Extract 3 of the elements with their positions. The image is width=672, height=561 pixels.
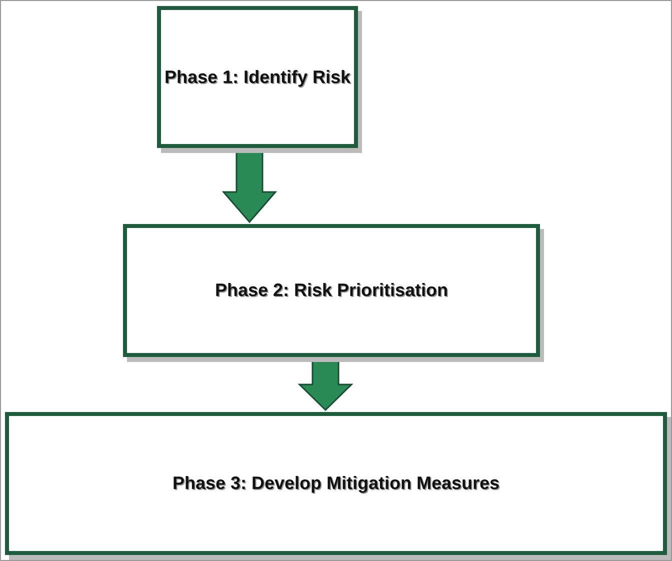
phase-label: Phase 1: Identify Risk <box>164 66 351 88</box>
phase-label: Phase 3: Develop Mitigation Measures <box>172 473 500 494</box>
phase-label: Phase 2: Risk Prioritisation <box>214 280 448 301</box>
